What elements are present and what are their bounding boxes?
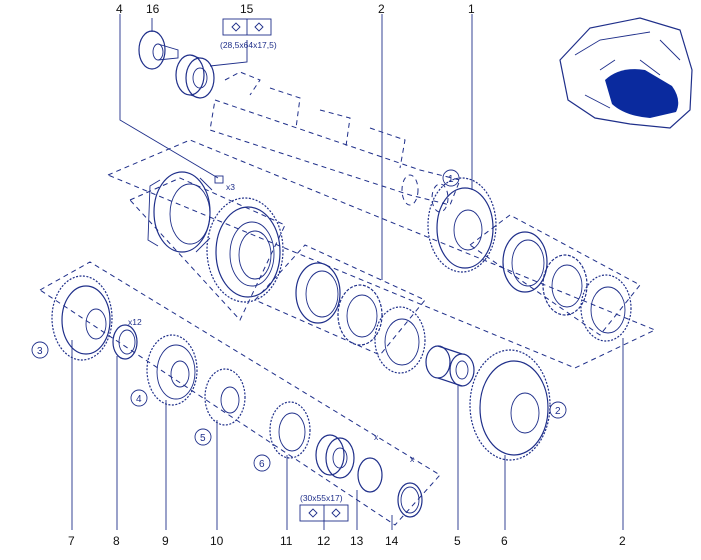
callout-2-top: 2 — [378, 2, 385, 16]
circle-marker-5: 5 — [194, 428, 212, 446]
shaft-ghost — [209, 71, 461, 213]
part-15-bearing — [175, 54, 215, 99]
dimension-bearing-15: (28,5x64x17,5) — [220, 40, 277, 50]
circle-marker-2: 2 — [549, 401, 567, 419]
svg-text:3: 3 — [37, 346, 43, 357]
gear-9 — [146, 334, 198, 406]
synchro-hub-upper — [147, 171, 224, 253]
part-5-bush — [425, 345, 475, 387]
bearing-symbol-icon — [299, 504, 349, 522]
callout-9: 9 — [162, 534, 169, 548]
svg-text:5: 5 — [200, 433, 206, 444]
transmission-thumbnail — [559, 17, 693, 129]
bearing-12 — [315, 434, 355, 479]
callout-16: 16 — [146, 2, 160, 16]
callout-14: 14 — [385, 534, 399, 548]
highlighted-gearset — [605, 69, 679, 118]
circle-marker-1: 1 — [442, 169, 460, 187]
gear-11 — [269, 401, 311, 459]
circle-marker-4: 4 — [130, 389, 148, 407]
circlip-13 — [357, 457, 383, 493]
callout-15: 15 — [240, 2, 254, 16]
gear-10 — [204, 368, 246, 426]
leader-lines — [71, 14, 624, 530]
callout-5: 5 — [454, 534, 461, 548]
dimension-bearing-12: (30x55x17) — [300, 493, 343, 503]
callout-12: 12 — [317, 534, 331, 548]
callout-1: 1 — [468, 2, 475, 16]
callout-10: 10 — [210, 534, 224, 548]
circle-marker-3: 3 — [31, 341, 49, 359]
part-16-washer — [138, 30, 179, 70]
gear-1 — [427, 177, 497, 273]
shim-x-13: x — [374, 432, 379, 442]
gear-7 — [51, 275, 113, 361]
callout-2-bottom: 2 — [619, 534, 626, 548]
callout-6: 6 — [501, 534, 508, 548]
shim-14 — [397, 482, 423, 518]
synchro-rings-middle — [295, 262, 426, 374]
svg-text:6: 6 — [259, 459, 265, 470]
qty-pin: x3 — [226, 182, 235, 192]
callout-13: 13 — [350, 534, 364, 548]
bearing-symbol-icon — [222, 18, 272, 36]
group-box-outlines — [39, 139, 657, 526]
qty-ring: x12 — [128, 317, 142, 327]
ring-8 — [112, 324, 138, 360]
callout-4: 4 — [116, 2, 123, 16]
svg-text:4: 4 — [136, 394, 142, 405]
gear-upper-middle — [206, 197, 284, 303]
synchro-rings-right — [502, 231, 632, 342]
shim-x-14: x — [410, 454, 415, 464]
svg-text:1: 1 — [448, 174, 454, 185]
callout-11: 11 — [280, 534, 293, 548]
gear-6 — [469, 349, 551, 461]
callout-8: 8 — [113, 534, 120, 548]
circle-marker-6: 6 — [253, 454, 271, 472]
callout-7: 7 — [68, 534, 75, 548]
svg-text:2: 2 — [555, 406, 561, 417]
